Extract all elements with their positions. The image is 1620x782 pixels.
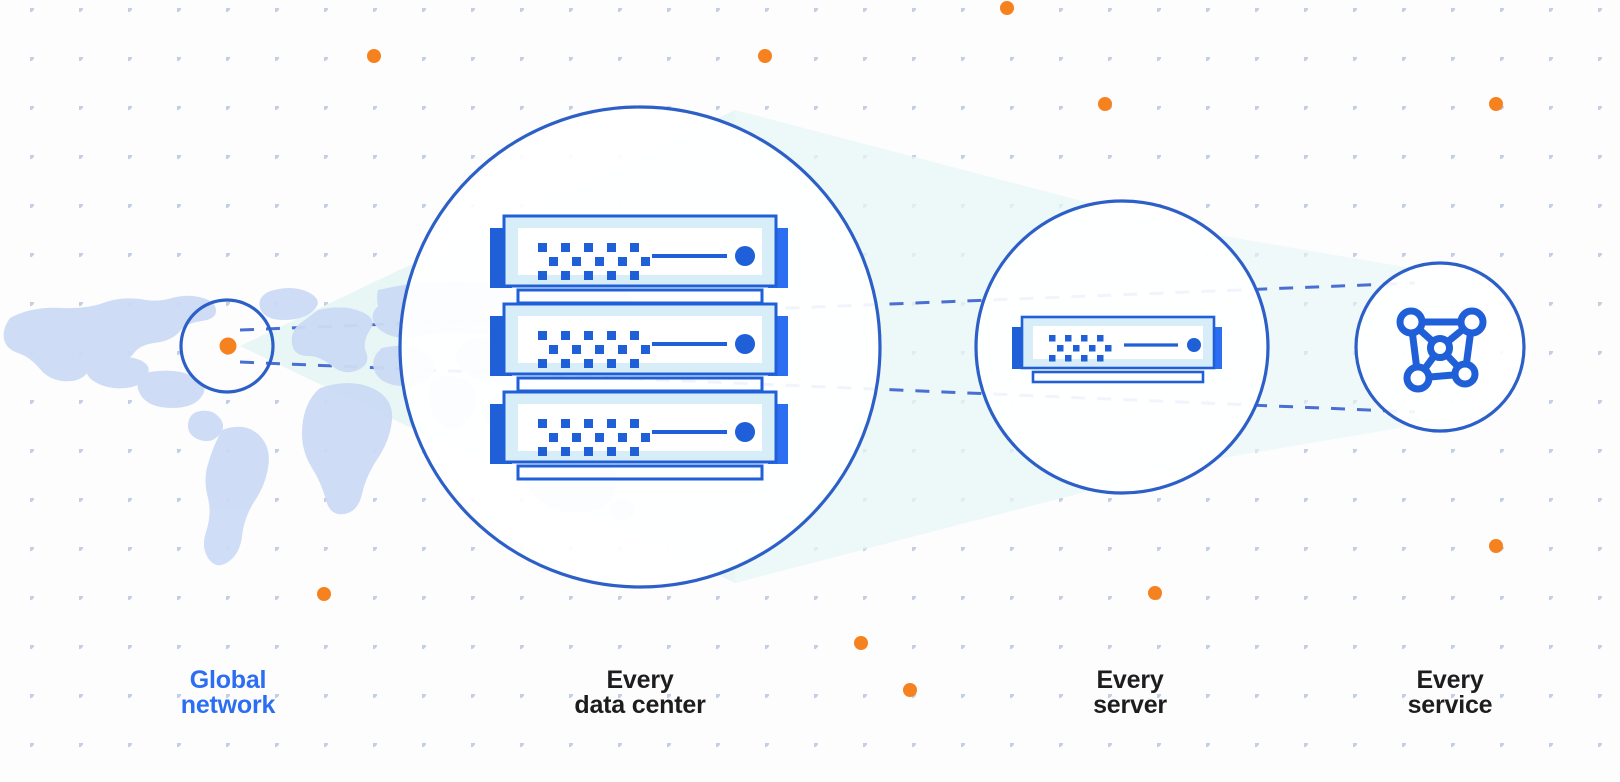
orange-location-dot [219, 337, 237, 355]
server-base-bar [516, 464, 764, 481]
server-vent-dots [538, 419, 650, 456]
stage-label-server: Every server [1093, 666, 1167, 719]
server-face-panel [518, 404, 762, 451]
server-face-panel [518, 316, 762, 363]
server-unit-2 [490, 302, 788, 393]
server-rack-icon [490, 214, 788, 481]
mesh-network-icon [1396, 307, 1487, 393]
server-led-indicator [735, 334, 755, 354]
server-vent-dots [538, 331, 650, 368]
server-face-panel [518, 228, 762, 275]
server-vent-dots [538, 243, 650, 280]
mesh-nodes [1396, 307, 1487, 393]
server-unit-3 [490, 390, 788, 481]
stage-label-data-center: Every data center [574, 666, 706, 719]
server-led-indicator [1187, 338, 1201, 352]
server-vent-dots [1049, 335, 1112, 362]
single-server-icon [1012, 315, 1222, 384]
orange-accent-dots [317, 1, 1503, 697]
stage-label-global-network: Global network [180, 666, 276, 719]
server-led-indicator [735, 246, 755, 266]
server-led-indicator [735, 422, 755, 442]
server-unit-1 [490, 214, 788, 305]
server-base-bar [1031, 370, 1205, 384]
map-highlight-circle [179, 298, 275, 394]
server-face-panel [1033, 326, 1203, 359]
stage-label-service: Every service [1407, 666, 1493, 719]
